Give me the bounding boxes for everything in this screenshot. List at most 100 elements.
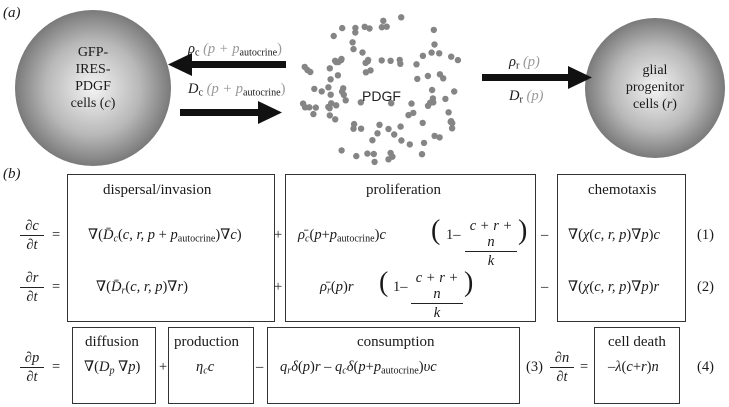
eq2-dispersal-term: ∇(D̄r(c, r, p)∇r)	[96, 279, 188, 297]
pdgf-particle	[430, 26, 437, 34]
consumption-header: consumption	[357, 334, 435, 350]
eq1-one-minus: 1–	[446, 227, 461, 243]
eq2-minus: –	[541, 279, 549, 295]
pdgf-particle	[364, 150, 371, 157]
dp-dt: ∂p∂t	[20, 350, 44, 385]
pdgf-particle	[448, 53, 455, 60]
pdgf-particle	[397, 123, 404, 130]
eq1-chemotaxis-term: ∇(χ(c, r, p)∇p)c	[568, 227, 660, 243]
pdgf-particle	[339, 24, 346, 32]
left-cell-circle	[15, 10, 171, 166]
pdgf-particle	[442, 95, 449, 103]
eq3-consumption-term: qrδ(p)r – qcδ(p+pautocrine)υc	[280, 359, 437, 377]
cell-death-box	[594, 327, 680, 404]
pdgf-particle	[370, 150, 377, 158]
eq3-equals: =	[52, 359, 61, 375]
pdgf-label: PDGF	[362, 88, 401, 104]
proliferation-header: proliferation	[366, 182, 441, 198]
eq2-proliferation-term: ρ̄r(p)r	[320, 279, 354, 297]
eq1-paren-close: )	[518, 215, 528, 246]
pdgf-particle	[445, 109, 452, 116]
pdgf-particle	[451, 88, 458, 95]
pdgf-particle	[312, 104, 319, 111]
pdgf-particle	[429, 95, 437, 102]
panel-a-label: (a)	[3, 5, 21, 21]
pdgf-particle	[419, 52, 427, 59]
arrow-to-left-cell	[168, 53, 286, 76]
pdgf-particle	[332, 116, 339, 123]
eq1-paren-open: (	[431, 215, 441, 246]
pdgf-particle	[326, 105, 333, 112]
pdgf-particle	[337, 56, 345, 64]
pdgf-particle	[338, 147, 345, 154]
pdgf-particle	[431, 132, 438, 140]
eq4-cell-death-term: –λ(c+r)n	[608, 359, 659, 375]
rho-c-label: ρc (p + pautocrine)	[188, 41, 282, 59]
production-box	[168, 327, 254, 404]
pdgf-particle	[338, 88, 346, 95]
pdgf-particle	[387, 57, 394, 64]
pdgf-particle	[361, 23, 368, 30]
pdgf-particle	[378, 24, 386, 31]
eq3-plus: +	[159, 359, 168, 375]
pdgf-particle	[383, 23, 390, 30]
pdgf-particle	[357, 99, 364, 106]
cell-death-header: cell death	[608, 334, 666, 350]
eq1-dispersal-term: ∇(D̄c(c, r, p + pautocrine)∇c)	[88, 227, 242, 245]
pdgf-particle	[374, 130, 381, 137]
eq2-plus: +	[274, 279, 283, 295]
pdgf-particle	[331, 57, 339, 64]
pdgf-particle	[420, 139, 428, 147]
pdgf-particle	[413, 61, 420, 68]
eq3-production-term: ηcc	[196, 359, 215, 377]
pdgf-particle	[352, 24, 359, 32]
pdgf-particle	[424, 72, 432, 80]
pdgf-particle	[428, 49, 435, 56]
pdgf-particle	[447, 118, 455, 125]
pdgf-particle	[350, 125, 357, 132]
dispersal-header: dispersal/invasion	[103, 182, 212, 198]
eq2-equals: =	[52, 279, 61, 295]
eq3-diffusion-term: ∇(Dp ∇p)	[84, 359, 141, 377]
pdgf-particle	[334, 72, 342, 79]
pdgf-particle	[418, 151, 426, 158]
pdgf-particle	[398, 14, 405, 21]
pdgf-particle	[359, 49, 366, 56]
pdgf-particle	[388, 100, 395, 107]
pdgf-particle	[311, 85, 318, 93]
left-cell-label: GFP- IRES- PDGF cells (c)	[70, 45, 116, 111]
dispersal-box	[67, 174, 275, 322]
pdgf-particle	[326, 112, 333, 119]
pdgf-particle	[325, 84, 332, 91]
eq1-equals: =	[52, 227, 61, 243]
pdgf-particle	[366, 25, 373, 32]
pdgf-particles	[299, 14, 462, 166]
pdgf-particle	[454, 56, 462, 64]
consumption-box	[267, 327, 520, 404]
eq1-minus: –	[541, 227, 549, 243]
pdgf-particle	[396, 56, 403, 64]
panel-b-label: (b)	[3, 166, 21, 182]
right-cell-circle	[585, 18, 725, 158]
pdgf-particle	[385, 125, 392, 133]
pdgf-particle	[310, 110, 317, 118]
pdgf-particle	[431, 41, 438, 48]
arrow-from-left-cell	[180, 101, 282, 124]
eq2-one-minus: 1–	[393, 279, 408, 295]
right-cell-label: glial progenitor cells (r)	[625, 63, 685, 112]
pdgf-particle	[369, 137, 376, 144]
pdgf-particle	[362, 69, 370, 76]
pdgf-particle	[333, 102, 340, 109]
pdgf-particle	[352, 29, 359, 36]
pdgf-particle	[391, 131, 398, 138]
pdgf-particle	[376, 121, 383, 128]
eq3-number: (3)	[526, 359, 543, 375]
pdgf-particle	[448, 125, 456, 132]
rho-r-label: ρr (p)	[509, 54, 540, 72]
eq1-number: (1)	[697, 227, 714, 243]
arrow-to-right-cell	[482, 66, 592, 89]
pdgf-particle	[350, 45, 357, 53]
